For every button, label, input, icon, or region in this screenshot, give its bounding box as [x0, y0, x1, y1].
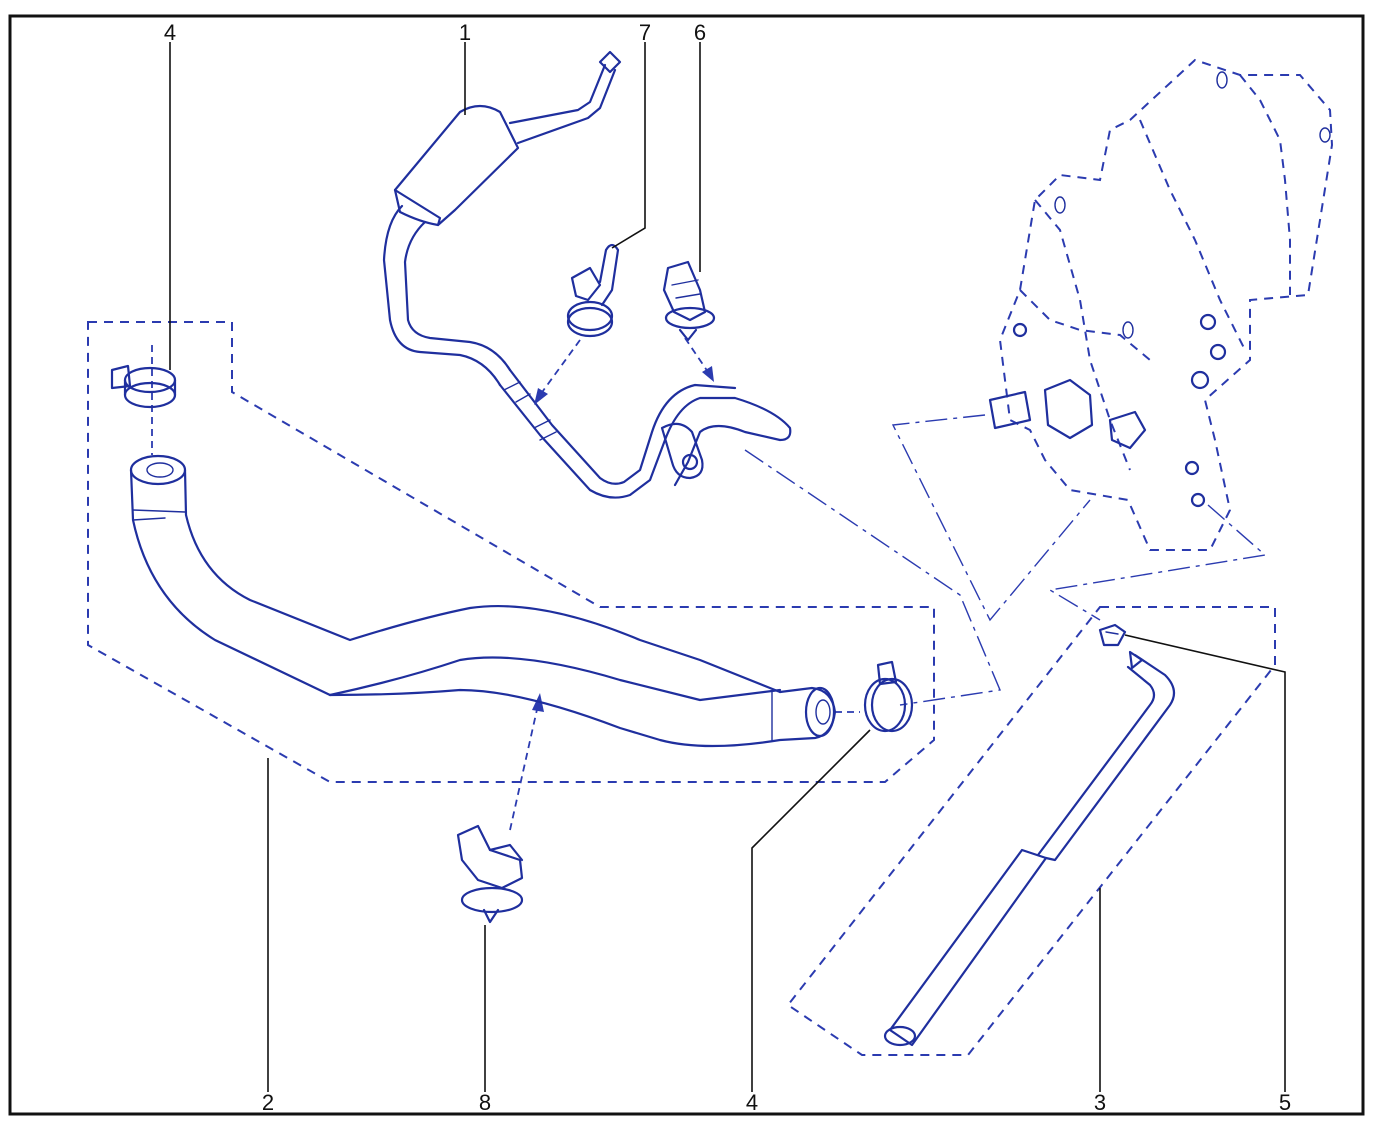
callout-2: 2 — [262, 1090, 274, 1115]
callout-3: 3 — [1094, 1090, 1106, 1115]
diagram-frame — [8, 14, 1365, 1116]
hose-clamp-4-left — [110, 364, 177, 409]
callout-6: 6 — [694, 20, 706, 45]
callout-5: 5 — [1279, 1090, 1291, 1115]
hose-clamp-4-right — [863, 660, 914, 733]
callout-8: 8 — [479, 1090, 491, 1115]
hose-2 — [129, 454, 837, 748]
fitting-5 — [1098, 623, 1127, 647]
assembly-reference-lines — [744, 414, 1267, 706]
pipe-3 — [883, 650, 1176, 1047]
leader-lines — [169, 42, 1286, 1092]
push-clip-6 — [662, 260, 716, 342]
clamp-7 — [566, 243, 620, 338]
callout-1: 1 — [459, 20, 471, 45]
push-clip-8 — [456, 824, 524, 924]
group-boundary-hose-2 — [87, 321, 935, 783]
callout-numbers: 4 1 7 6 2 8 4 3 5 — [164, 20, 1291, 1115]
pipe-assembly-1 — [382, 50, 792, 499]
callout-4-bottom: 4 — [746, 1090, 758, 1115]
component-housing — [988, 58, 1334, 551]
callout-7: 7 — [639, 20, 651, 45]
callout-4-top: 4 — [164, 20, 176, 45]
